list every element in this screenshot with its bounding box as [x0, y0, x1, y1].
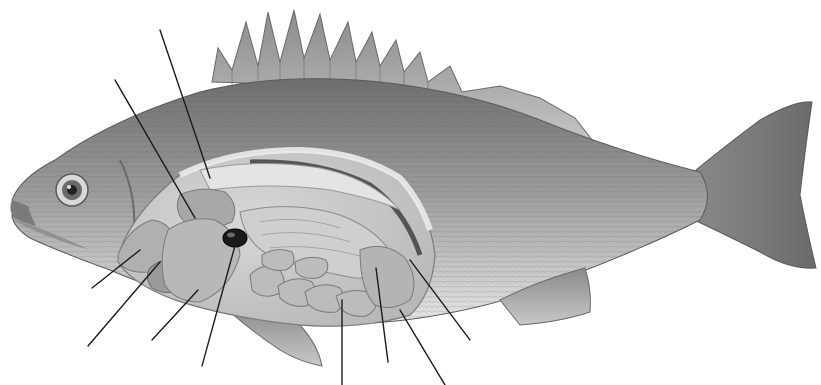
caudal-fin	[690, 102, 816, 268]
eye	[56, 174, 88, 206]
leader-line-gonad	[400, 310, 445, 385]
